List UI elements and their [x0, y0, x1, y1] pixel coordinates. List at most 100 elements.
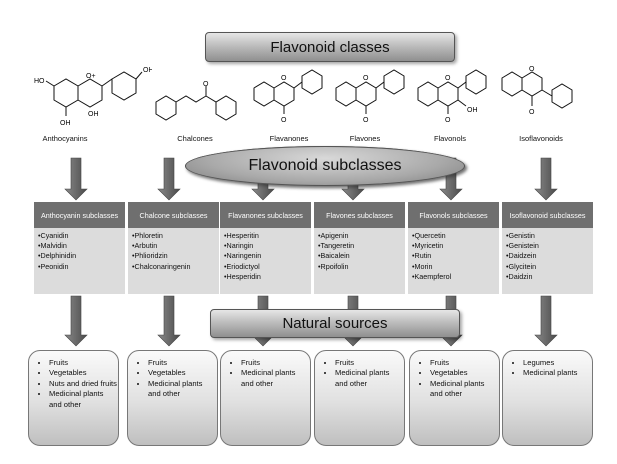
source-item: Nuts and dried fruits [49, 379, 118, 389]
flavanone-o-ring: O [281, 75, 287, 82]
structure-label-anthocyanins: Anthocyanins [42, 134, 88, 143]
subclass-item: •Naringenin [224, 251, 262, 261]
structure-label-flavanones: Flavanones [269, 134, 309, 143]
structure-label-flavones: Flavones [349, 134, 381, 143]
subclass-title: Flavanones subclasses [220, 202, 311, 228]
subclass-title: Flavones subclasses [314, 202, 405, 228]
flavanone-o-keto: O [281, 117, 287, 124]
chalcone-structure-icon: O [155, 81, 237, 121]
source-item: Medicinal plants and other [148, 379, 217, 400]
source-item: Medicinal plants and other [430, 379, 499, 400]
subclass-item: •Malvidin [38, 241, 67, 251]
oh-label-2: OH [88, 111, 99, 118]
subclass-title: Anthocyanin subclasses [34, 202, 125, 228]
source-item: Medicinal plants and other [49, 389, 118, 410]
source-item: Vegetables [148, 368, 217, 378]
source-item: Fruits [49, 358, 118, 368]
natural-sources-banner: Natural sources [210, 309, 460, 338]
source-box-isoflavonoids: Legumes Medicinal plants [502, 350, 593, 446]
source-item: Fruits [148, 358, 217, 368]
subclass-item: •Baicalein [318, 251, 350, 261]
anthocyanin-structure-icon: HO OH O+ OH OH [34, 67, 152, 127]
flavonoid-subclasses-title-front: Flavonoid subclasses [248, 157, 402, 174]
subclass-box-flavonols: Flavonols subclasses •Quercetin •Myricet… [408, 202, 499, 294]
source-box-flavonols: Fruits Vegetables Medicinal plants and o… [409, 350, 500, 446]
isoflavonoid-o-ring: O [529, 66, 535, 73]
subclass-item: •Hesperitin [224, 231, 259, 240]
subclass-item: •Tangeretin [318, 241, 355, 251]
down-arrow-icon [534, 157, 558, 201]
subclass-item: •Quercetin [412, 231, 446, 240]
subclass-item: •Rpoifolin [318, 261, 349, 271]
flavonol-o-ring: O [445, 75, 451, 82]
subclass-title: Isoflavonoid subclasses [502, 202, 593, 228]
down-arrow-icon [64, 157, 88, 201]
subclass-item: •Daidzin [506, 271, 533, 281]
subclass-item: •Delphinidin [38, 251, 77, 261]
flavone-structure-icon: O O [335, 69, 405, 124]
structure-label-chalcones: Chalcones [177, 134, 213, 143]
flavonoid-classes-banner: Flavonoid classes [205, 32, 455, 62]
subclass-title: Flavonols subclasses [408, 202, 499, 228]
subclass-item: •Apigenin [318, 231, 349, 240]
source-item: Fruits [430, 358, 499, 368]
isoflavonoid-structure-icon: O O [501, 66, 573, 116]
subclass-item: •Peonidin [38, 261, 69, 271]
subclass-box-isoflavonoid: Isoflavonoid subclasses •Genistin •Genis… [502, 202, 593, 294]
ho-label-1: HO [34, 78, 45, 85]
oplus-label: O+ [86, 73, 96, 80]
down-arrow-icon [64, 295, 88, 347]
subclass-box-flavanones: Flavanones subclasses •Hesperitin •Narin… [220, 202, 311, 294]
subclass-item: •Glycitein [506, 261, 537, 271]
source-item: Medicinal plants and other [241, 368, 310, 389]
oh-label-3: OH [60, 120, 71, 127]
source-item: Medicinal plants [523, 368, 592, 378]
flavanone-structure-icon: O O [253, 69, 323, 124]
source-box-anthocyanins: Fruits Vegetables Nuts and dried fruits … [28, 350, 119, 446]
subclass-item: •Myricetin [412, 241, 444, 251]
flavone-o-ring: O [363, 75, 369, 82]
source-box-flavones: Fruits Medicinal plants and other [314, 350, 405, 446]
subclass-item: •Arbutin [132, 241, 158, 251]
subclass-item: •Rutin [412, 251, 432, 261]
oh-label-1: OH [143, 67, 152, 74]
chalcone-o: O [203, 81, 209, 88]
subclass-item: •Naringin [224, 241, 254, 251]
down-arrow-icon [157, 157, 181, 201]
subclass-item: •Genistein [506, 241, 539, 251]
subclass-item: •Eriodictyol [224, 261, 260, 271]
subclass-item: •Cyanidin [38, 231, 69, 240]
source-box-flavanones: Fruits Medicinal plants and other [220, 350, 311, 446]
source-box-chalcones: Fruits Vegetables Medicinal plants and o… [127, 350, 218, 446]
source-item: Fruits [335, 358, 404, 368]
natural-sources-title: Natural sources [282, 315, 388, 332]
subclass-box-chalcone: Chalcone subclasses •Phloretin •Arbutin … [128, 202, 219, 294]
source-item: Fruits [241, 358, 310, 368]
structure-label-flavonols: Flavonols [433, 134, 467, 143]
down-arrow-icon [157, 295, 181, 347]
source-item: Vegetables [49, 368, 118, 378]
structure-label-isoflavonoids: Isoflavonoids [519, 134, 563, 143]
subclass-item: •Phloretin [132, 231, 163, 240]
source-item: Vegetables [430, 368, 499, 378]
flavonoid-classes-title: Flavonoid classes [270, 38, 390, 56]
subclass-item: •Morin [412, 261, 433, 271]
isoflavonoid-o-keto: O [529, 109, 535, 116]
source-item: Legumes [523, 358, 592, 368]
subclass-title: Chalcone subclasses [128, 202, 219, 228]
flavonol-structure-icon: O O OH [417, 69, 487, 124]
flavonol-oh: OH [467, 107, 478, 114]
subclass-item: •Chalconaringenin [132, 261, 191, 271]
subclass-item: •Phlioridzin [132, 251, 168, 261]
flavone-o-keto: O [363, 117, 369, 124]
subclass-item: •Kaempferol [412, 271, 452, 281]
subclass-box-anthocyanin: Anthocyanin subclasses •Cyanidin •Malvid… [34, 202, 125, 294]
subclass-item: •Genistin [506, 231, 535, 240]
down-arrow-icon [534, 295, 558, 347]
flavonoid-subclasses-ellipse-front: Flavonoid subclasses [185, 146, 465, 186]
source-item: Medicinal plants and other [335, 368, 404, 389]
subclass-box-flavones: Flavones subclasses •Apigenin •Tangereti… [314, 202, 405, 294]
subclass-item: •Daidzein [506, 251, 537, 261]
subclass-item: •Hesperidin [224, 271, 261, 281]
flavonol-o-keto: O [445, 117, 451, 124]
